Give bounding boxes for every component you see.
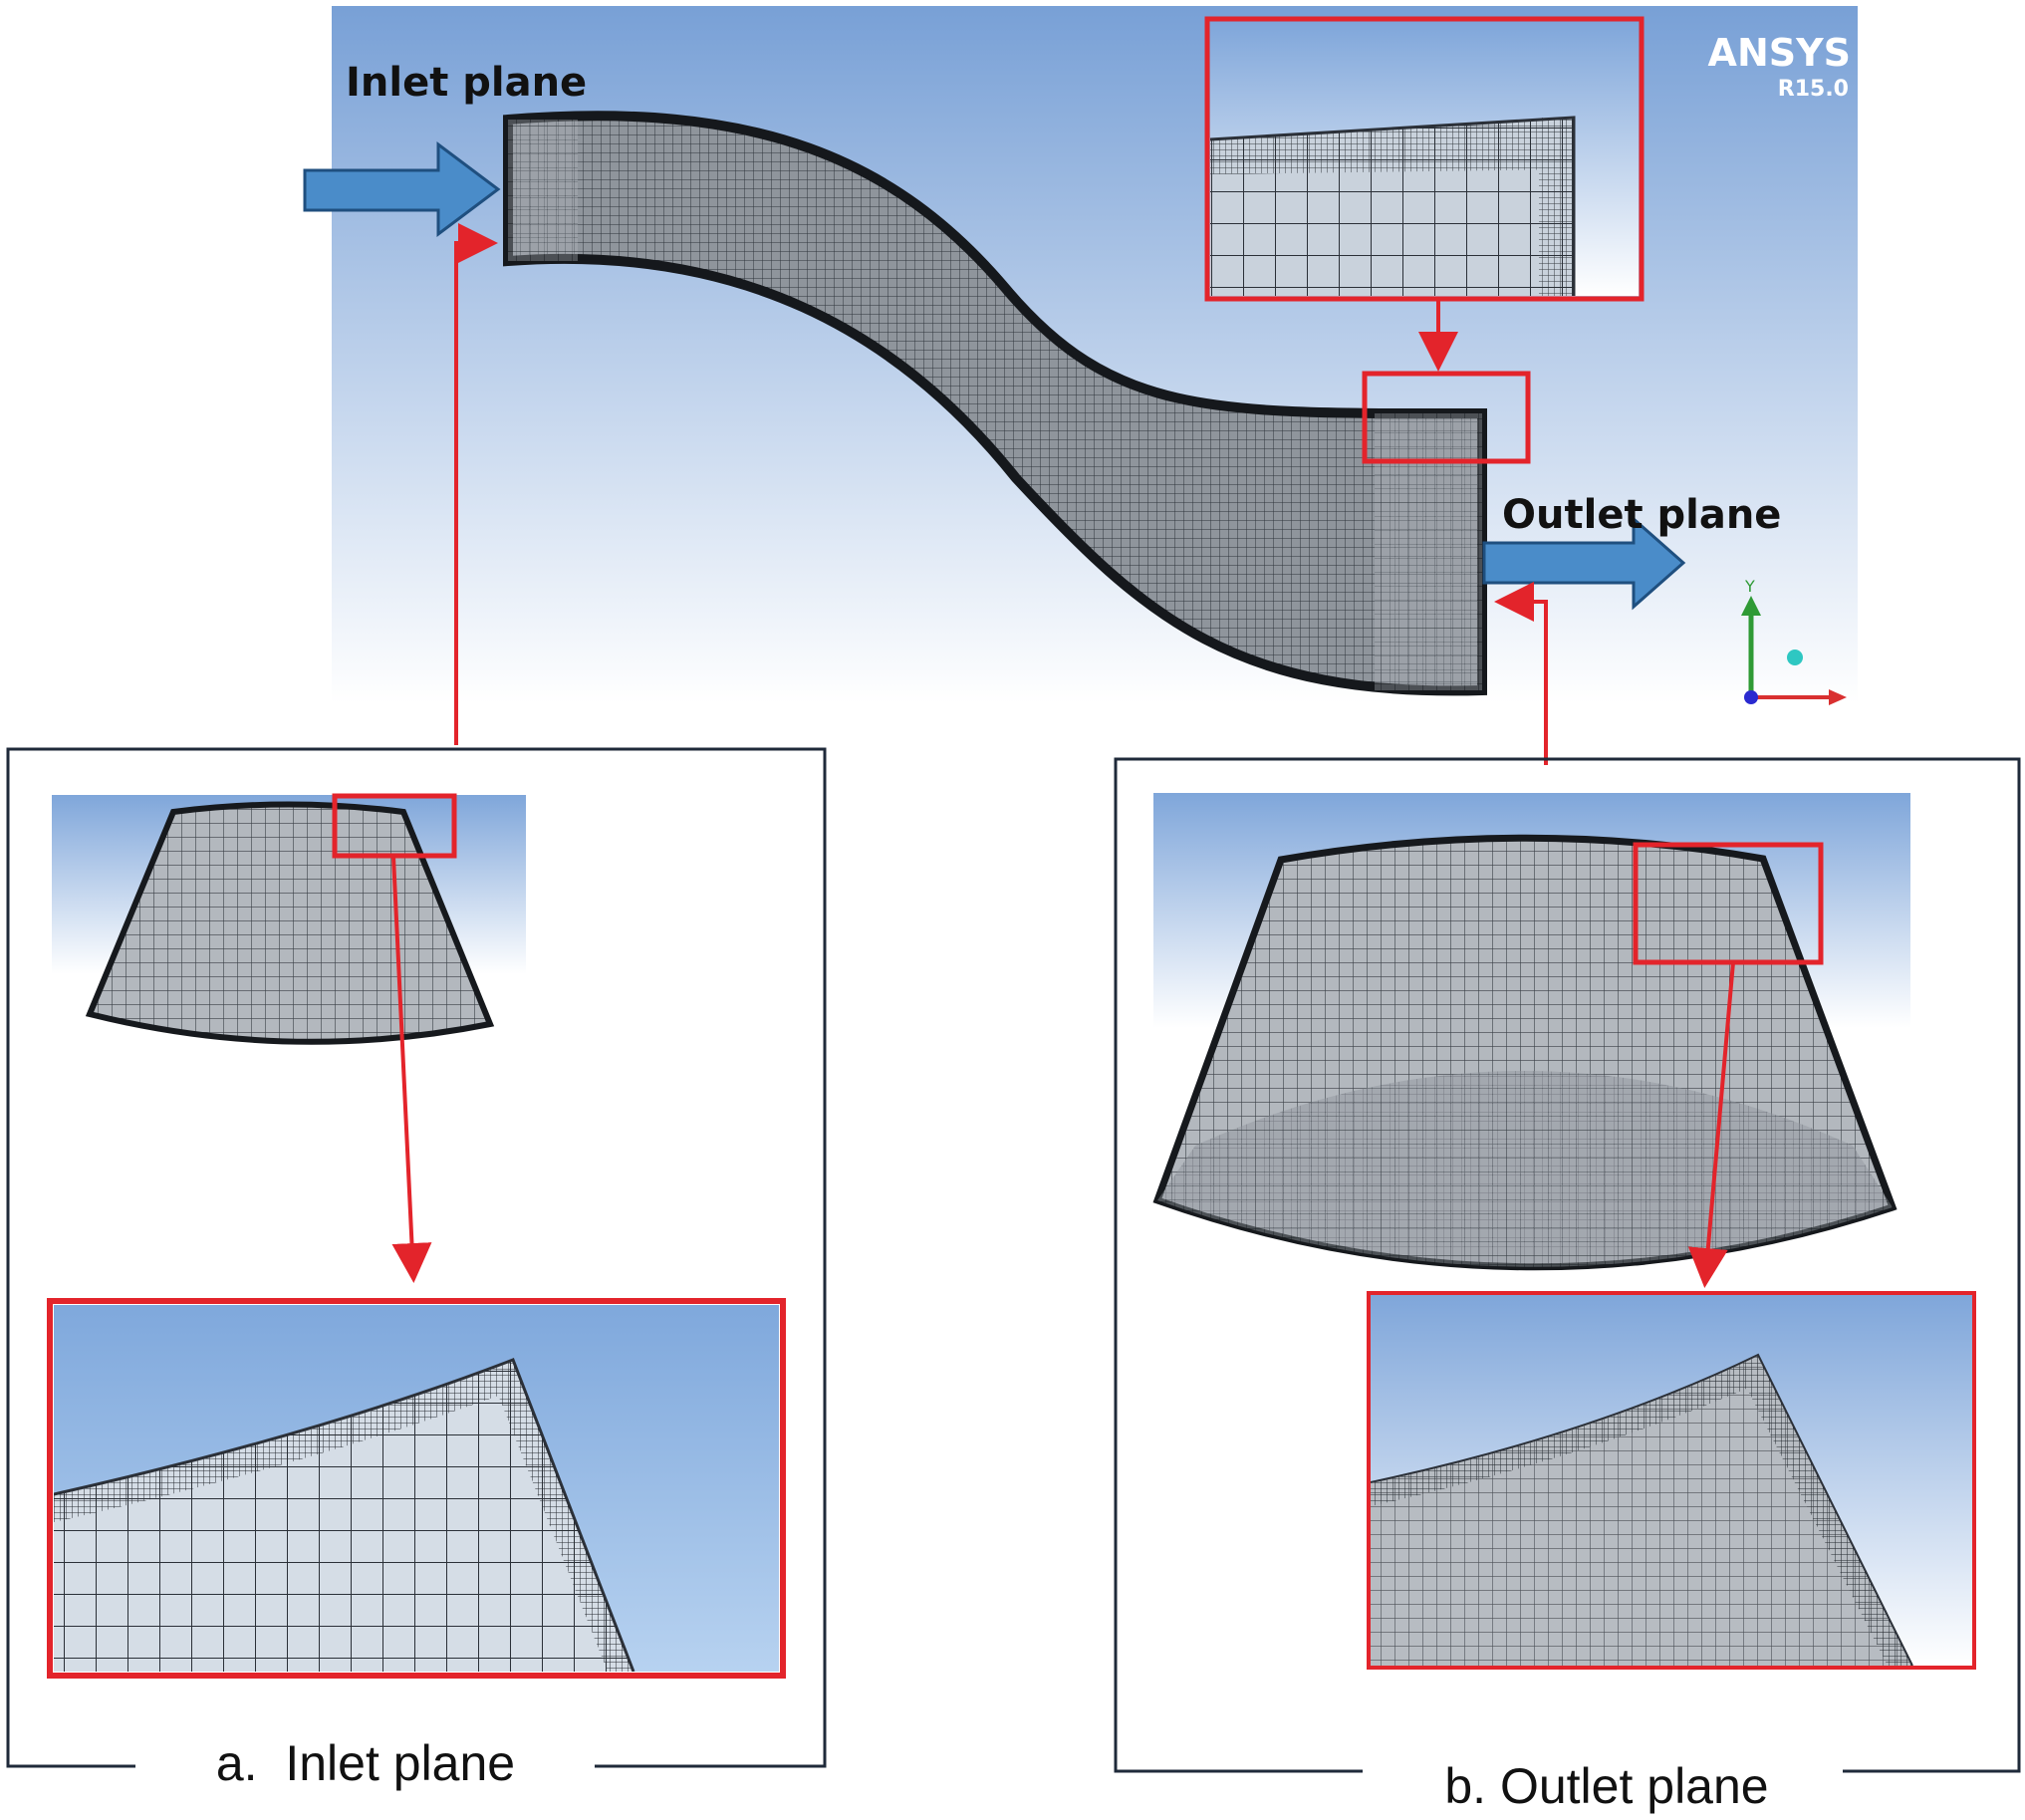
outlet-corner-highlight: [1362, 371, 1531, 464]
outlet-panel: b. Outlet plane: [1114, 757, 2021, 1814]
outlet-plane-label: Outlet plane: [1502, 492, 1781, 538]
caption-outlet-plane: b. Outlet plane: [1444, 1758, 1768, 1814]
corner-zoom-highlight: [1204, 16, 1645, 302]
inlet-panel-frame: [6, 747, 827, 1768]
main-viewport: Inlet plane Outlet plane ANSYS R15.0 Y: [303, 6, 1858, 705]
outlet-panel-frame: [1114, 757, 2021, 1773]
ansys-version: R15.0: [1778, 77, 1849, 102]
duct-mesh: [503, 111, 1487, 696]
inlet-connector: [454, 223, 498, 745]
inlet-cross-section: [85, 801, 495, 1045]
inlet-panel: a. Inlet plane: [6, 747, 827, 1791]
caption-inlet-plane: a. Inlet plane: [216, 1735, 515, 1791]
y-axis-label: Y: [1744, 577, 1755, 596]
outlet-zoom-frame: [1367, 1291, 1976, 1670]
inlet-plane-label: Inlet plane: [346, 60, 587, 106]
inlet-zoom-frame: [47, 1298, 786, 1679]
inlet-zoom-inset: [47, 1298, 786, 1679]
outlet-zoom-inset: [1367, 1291, 1976, 1670]
axis-triad: Y: [1741, 577, 1847, 705]
inlet-flow-arrow: [303, 141, 501, 237]
inlet-corner-highlight: [332, 793, 457, 859]
corner-zoom-inset: [1204, 16, 1645, 302]
outlet-connector: [1494, 582, 1548, 765]
outlet-corner-highlight-b: [1633, 842, 1824, 965]
ansys-logo: ANSYS: [1708, 31, 1851, 75]
